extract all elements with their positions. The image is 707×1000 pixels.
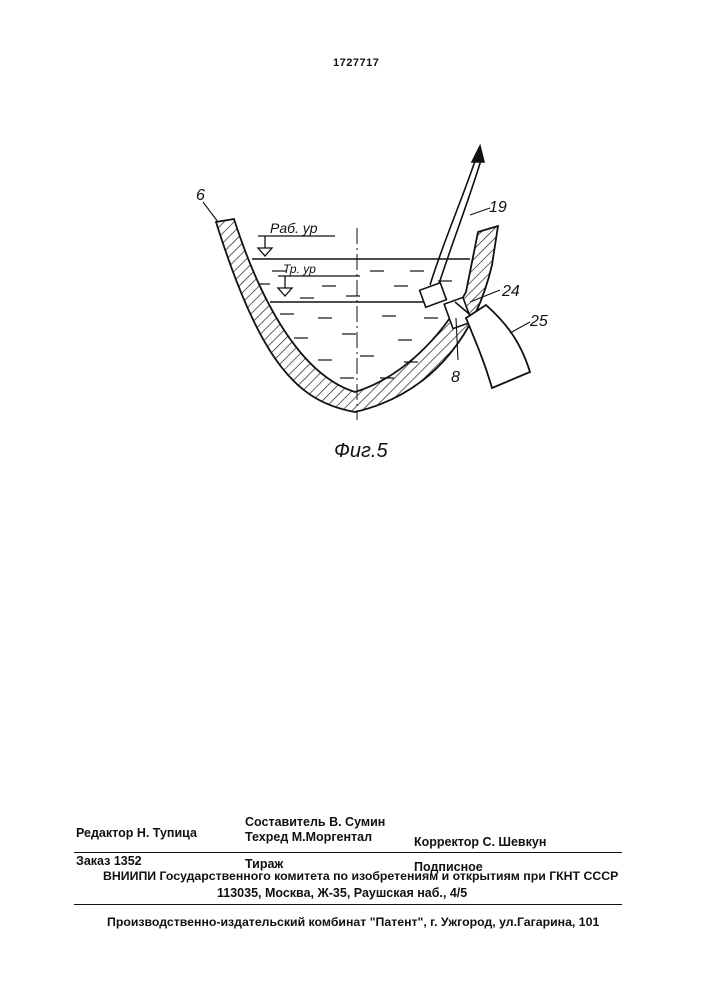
lower-level-label: Тр. ур bbox=[283, 262, 316, 276]
ref-25: 25 bbox=[529, 313, 548, 330]
divider-bottom bbox=[74, 904, 622, 905]
order-number: Заказ 1352 bbox=[76, 854, 142, 868]
ref-6: 6 bbox=[196, 187, 205, 204]
ref-8: 8 bbox=[451, 369, 460, 386]
techred: Техред М.Моргентал bbox=[245, 830, 372, 844]
composer: Составитель В. Сумин bbox=[245, 815, 385, 829]
figure-caption: Фиг.5 bbox=[334, 440, 388, 462]
outlet-pipe-25 bbox=[466, 305, 530, 388]
editor: Редактор Н. Тупица bbox=[76, 826, 197, 840]
publisher: Производственно-издательский комбинат "П… bbox=[107, 915, 599, 929]
org-line-1: ВНИИПИ Государственного комитета по изоб… bbox=[103, 869, 618, 883]
org-line-2: 113035, Москва, Ж-35, Раушская наб., 4/5 bbox=[217, 886, 467, 900]
ref-19: 19 bbox=[489, 199, 507, 216]
corrector: Корректор С. Шевкун bbox=[414, 835, 546, 849]
figure-5-drawing: Раб. ур Тр. ур 6 19 24 25 8 Фиг.5 bbox=[0, 0, 707, 480]
ref-24: 24 bbox=[501, 283, 520, 300]
divider-top bbox=[74, 852, 622, 853]
working-level-label: Раб. ур bbox=[270, 220, 318, 236]
